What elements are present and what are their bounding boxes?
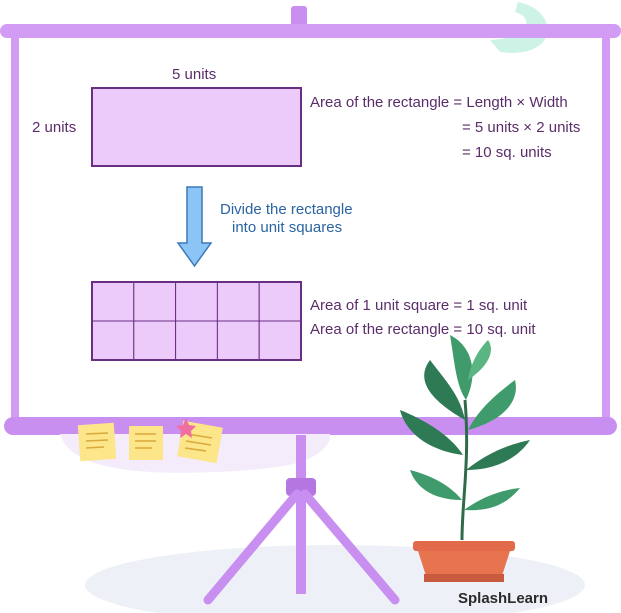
unit-square xyxy=(175,281,218,322)
board-right-frame xyxy=(602,34,610,422)
splashlearn-logo: SplashLearn xyxy=(458,590,549,607)
formula-line-1: Area of the rectangle = Length × Width xyxy=(310,94,568,111)
unit-square xyxy=(216,320,260,361)
mint-decoration xyxy=(490,2,548,53)
unit-square xyxy=(91,320,135,361)
star-pin-icon xyxy=(176,418,196,438)
potted-plant xyxy=(400,335,530,582)
unit-square xyxy=(175,320,218,361)
height-label: 2 units xyxy=(32,119,77,136)
grid-border xyxy=(91,281,302,361)
unit-square xyxy=(216,281,260,322)
unit-square-area-text: Area of 1 unit square = 1 sq. unit xyxy=(310,297,528,314)
unit-square xyxy=(258,320,302,361)
arrow-caption-line-1: Divide the rectangle xyxy=(220,201,353,218)
arrow-caption-line-2: into unit squares xyxy=(232,219,343,236)
unit-square xyxy=(133,281,177,322)
rectangle-area-text: Area of the rectangle = 10 sq. unit xyxy=(310,321,536,338)
board-top-bar xyxy=(0,24,621,38)
rectangle-5x2 xyxy=(91,87,302,167)
board-left-frame xyxy=(11,34,19,422)
down-arrow-icon xyxy=(176,186,213,268)
unit-square xyxy=(133,320,177,361)
sticky-note-2 xyxy=(129,426,163,460)
formula-line-3: = 10 sq. units xyxy=(462,144,552,161)
formula-line-2: = 5 units × 2 units xyxy=(462,119,581,136)
unit-square xyxy=(91,281,135,322)
unit-square-grid xyxy=(91,281,302,361)
board-top-knob xyxy=(291,6,307,28)
width-label: 5 units xyxy=(172,66,217,83)
sticky-note-1 xyxy=(77,422,117,462)
tripod-stand xyxy=(203,435,400,605)
unit-square xyxy=(258,281,302,322)
